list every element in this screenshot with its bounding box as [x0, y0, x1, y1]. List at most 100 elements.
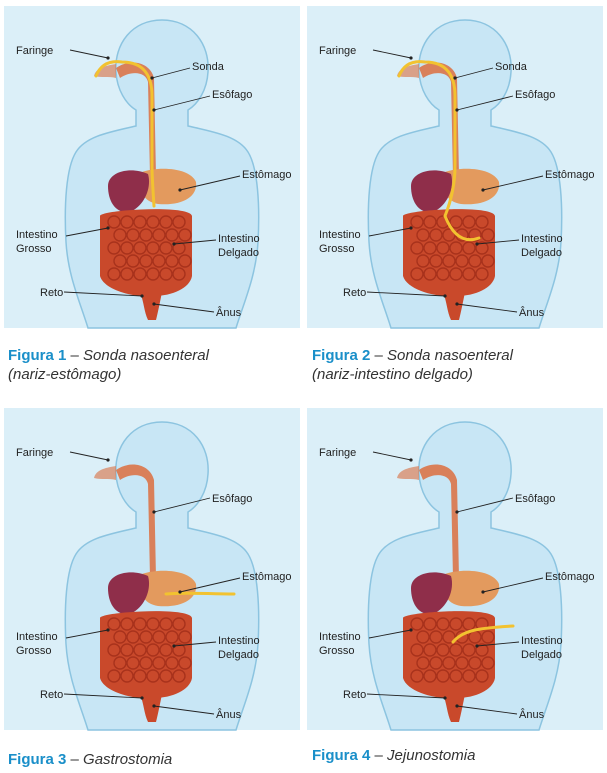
anus-pointer-tip [152, 704, 155, 707]
intestino-delgado-pointer-tip [475, 644, 478, 647]
gastrostomy-tube [166, 593, 234, 594]
anatomy-diagram: FaringeEsôfagoEstômagoIntestinoGrosso Int… [4, 408, 300, 730]
esofago-pointer-tip [152, 510, 155, 513]
sonda-label: Sonda [192, 61, 225, 73]
estomago-label: Estômago [545, 169, 595, 181]
intestino-delgado-pointer-tip [475, 242, 478, 245]
figure-label: Figura 1 [8, 347, 66, 364]
anus-label: Ânus [519, 306, 545, 319]
reto-label: Reto [40, 689, 63, 701]
nasal-cavity [397, 466, 419, 480]
caption-dash: – [370, 347, 387, 364]
nasal-cavity [94, 466, 116, 480]
intestino-grosso-pointer-tip [409, 628, 412, 631]
faringe-label: Faringe [16, 45, 53, 57]
faringe-pointer-tip [409, 458, 412, 461]
intestino-delgado-label-1: Intestino [521, 233, 563, 245]
reto-label: Reto [343, 287, 366, 299]
intestino-delgado-pointer-tip [172, 242, 175, 245]
figure-title: Gastrostomia [83, 751, 172, 768]
intestino-delgado-label-2: Delgado [521, 649, 562, 661]
faringe-pointer [373, 452, 411, 460]
esofago-label: Esôfago [212, 493, 252, 505]
faringe-pointer [373, 50, 411, 58]
esofago-label: Esôfago [515, 89, 555, 101]
intestino-delgado-label-2: Delgado [218, 247, 259, 259]
intestino-grosso-label-1: Intestino [319, 229, 361, 241]
anus-pointer-tip [455, 302, 458, 305]
reto-label: Reto [40, 287, 63, 299]
intestino-delgado-label-1: Intestino [218, 635, 260, 647]
faringe-pointer-tip [106, 56, 109, 59]
faringe-pointer-tip [106, 458, 109, 461]
intestino-delgado-pointer-tip [172, 644, 175, 647]
intestino-grosso-pointer-tip [106, 628, 109, 631]
intestino-grosso-label-1: Intestino [16, 631, 58, 643]
intestino-grosso-label-2: Grosso [16, 243, 51, 255]
estomago-label: Estômago [242, 169, 292, 181]
figure-title: Sonda nasoenteral [387, 347, 513, 364]
anatomy-diagram: FaringeSondaEsôfagoEstômagoIntestinoGros… [307, 6, 603, 328]
anus-pointer-tip [152, 302, 155, 305]
anus-label: Ânus [519, 708, 545, 721]
faringe-label: Faringe [16, 447, 53, 459]
intestino-grosso-pointer-tip [106, 226, 109, 229]
sonda-pointer-tip [453, 76, 456, 79]
sonda-label: Sonda [495, 61, 528, 73]
intestino-delgado-label-2: Delgado [521, 247, 562, 259]
anus-label: Ânus [216, 708, 242, 721]
caption-dash: – [66, 751, 83, 768]
figure-2-caption: Figura 2 – Sonda nasoenteral (nariz-inte… [312, 346, 513, 384]
figure-subtitle: (nariz-intestino delgado) [312, 366, 473, 383]
estomago-pointer-tip [481, 188, 484, 191]
anus-pointer-tip [455, 704, 458, 707]
figure-title: Sonda nasoenteral [83, 347, 209, 364]
caption-dash: – [66, 347, 83, 364]
esofago-pointer-tip [455, 510, 458, 513]
esofago-label: Esôfago [515, 493, 555, 505]
intestino-grosso-label-2: Grosso [16, 645, 51, 657]
intestino-delgado-label-1: Intestino [218, 233, 260, 245]
anus-label: Ânus [216, 306, 242, 319]
esofago-label: Esôfago [212, 89, 252, 101]
estomago-pointer-tip [481, 590, 484, 593]
faringe-pointer [70, 50, 108, 58]
reto-pointer-tip [443, 294, 446, 297]
caption-dash: – [370, 747, 387, 764]
faringe-label: Faringe [319, 447, 356, 459]
intestino-grosso-label-1: Intestino [319, 631, 361, 643]
intestino-delgado-label-2: Delgado [218, 649, 259, 661]
estomago-pointer-tip [178, 590, 181, 593]
estomago-pointer-tip [178, 188, 181, 191]
estomago-label: Estômago [242, 571, 292, 583]
intestino-grosso-label-2: Grosso [319, 243, 354, 255]
intestino-delgado-label-1: Intestino [521, 635, 563, 647]
figure-1-caption: Figura 1 – Sonda nasoenteral (nariz-estô… [8, 346, 209, 384]
figure-4-caption: Figura 4 – Jejunostomia [312, 746, 475, 765]
figure-label: Figura 4 [312, 747, 370, 764]
intestino-grosso-pointer-tip [409, 226, 412, 229]
esofago-pointer-tip [152, 108, 155, 111]
reto-label: Reto [343, 689, 366, 701]
figure-title: Jejunostomia [387, 747, 475, 764]
estomago-label: Estômago [545, 571, 595, 583]
figure-label: Figura 2 [312, 347, 370, 364]
reto-pointer-tip [443, 696, 446, 699]
intestino-grosso-label-2: Grosso [319, 645, 354, 657]
sonda-pointer-tip [150, 76, 153, 79]
reto-pointer-tip [140, 696, 143, 699]
faringe-label: Faringe [319, 45, 356, 57]
reto-pointer-tip [140, 294, 143, 297]
anatomy-diagram: FaringeSondaEsôfagoEstômagoIntestinoGros… [4, 6, 300, 328]
esofago-pointer-tip [455, 108, 458, 111]
figure-2-panel: FaringeSondaEsôfagoEstômagoIntestinoGros… [307, 6, 603, 328]
faringe-pointer-tip [409, 56, 412, 59]
figure-1-panel: FaringeSondaEsôfagoEstômagoIntestinoGros… [4, 6, 300, 328]
figure-subtitle: (nariz-estômago) [8, 366, 121, 383]
figure-label: Figura 3 [8, 751, 66, 768]
intestino-grosso-label-1: Intestino [16, 229, 58, 241]
faringe-pointer [70, 452, 108, 460]
